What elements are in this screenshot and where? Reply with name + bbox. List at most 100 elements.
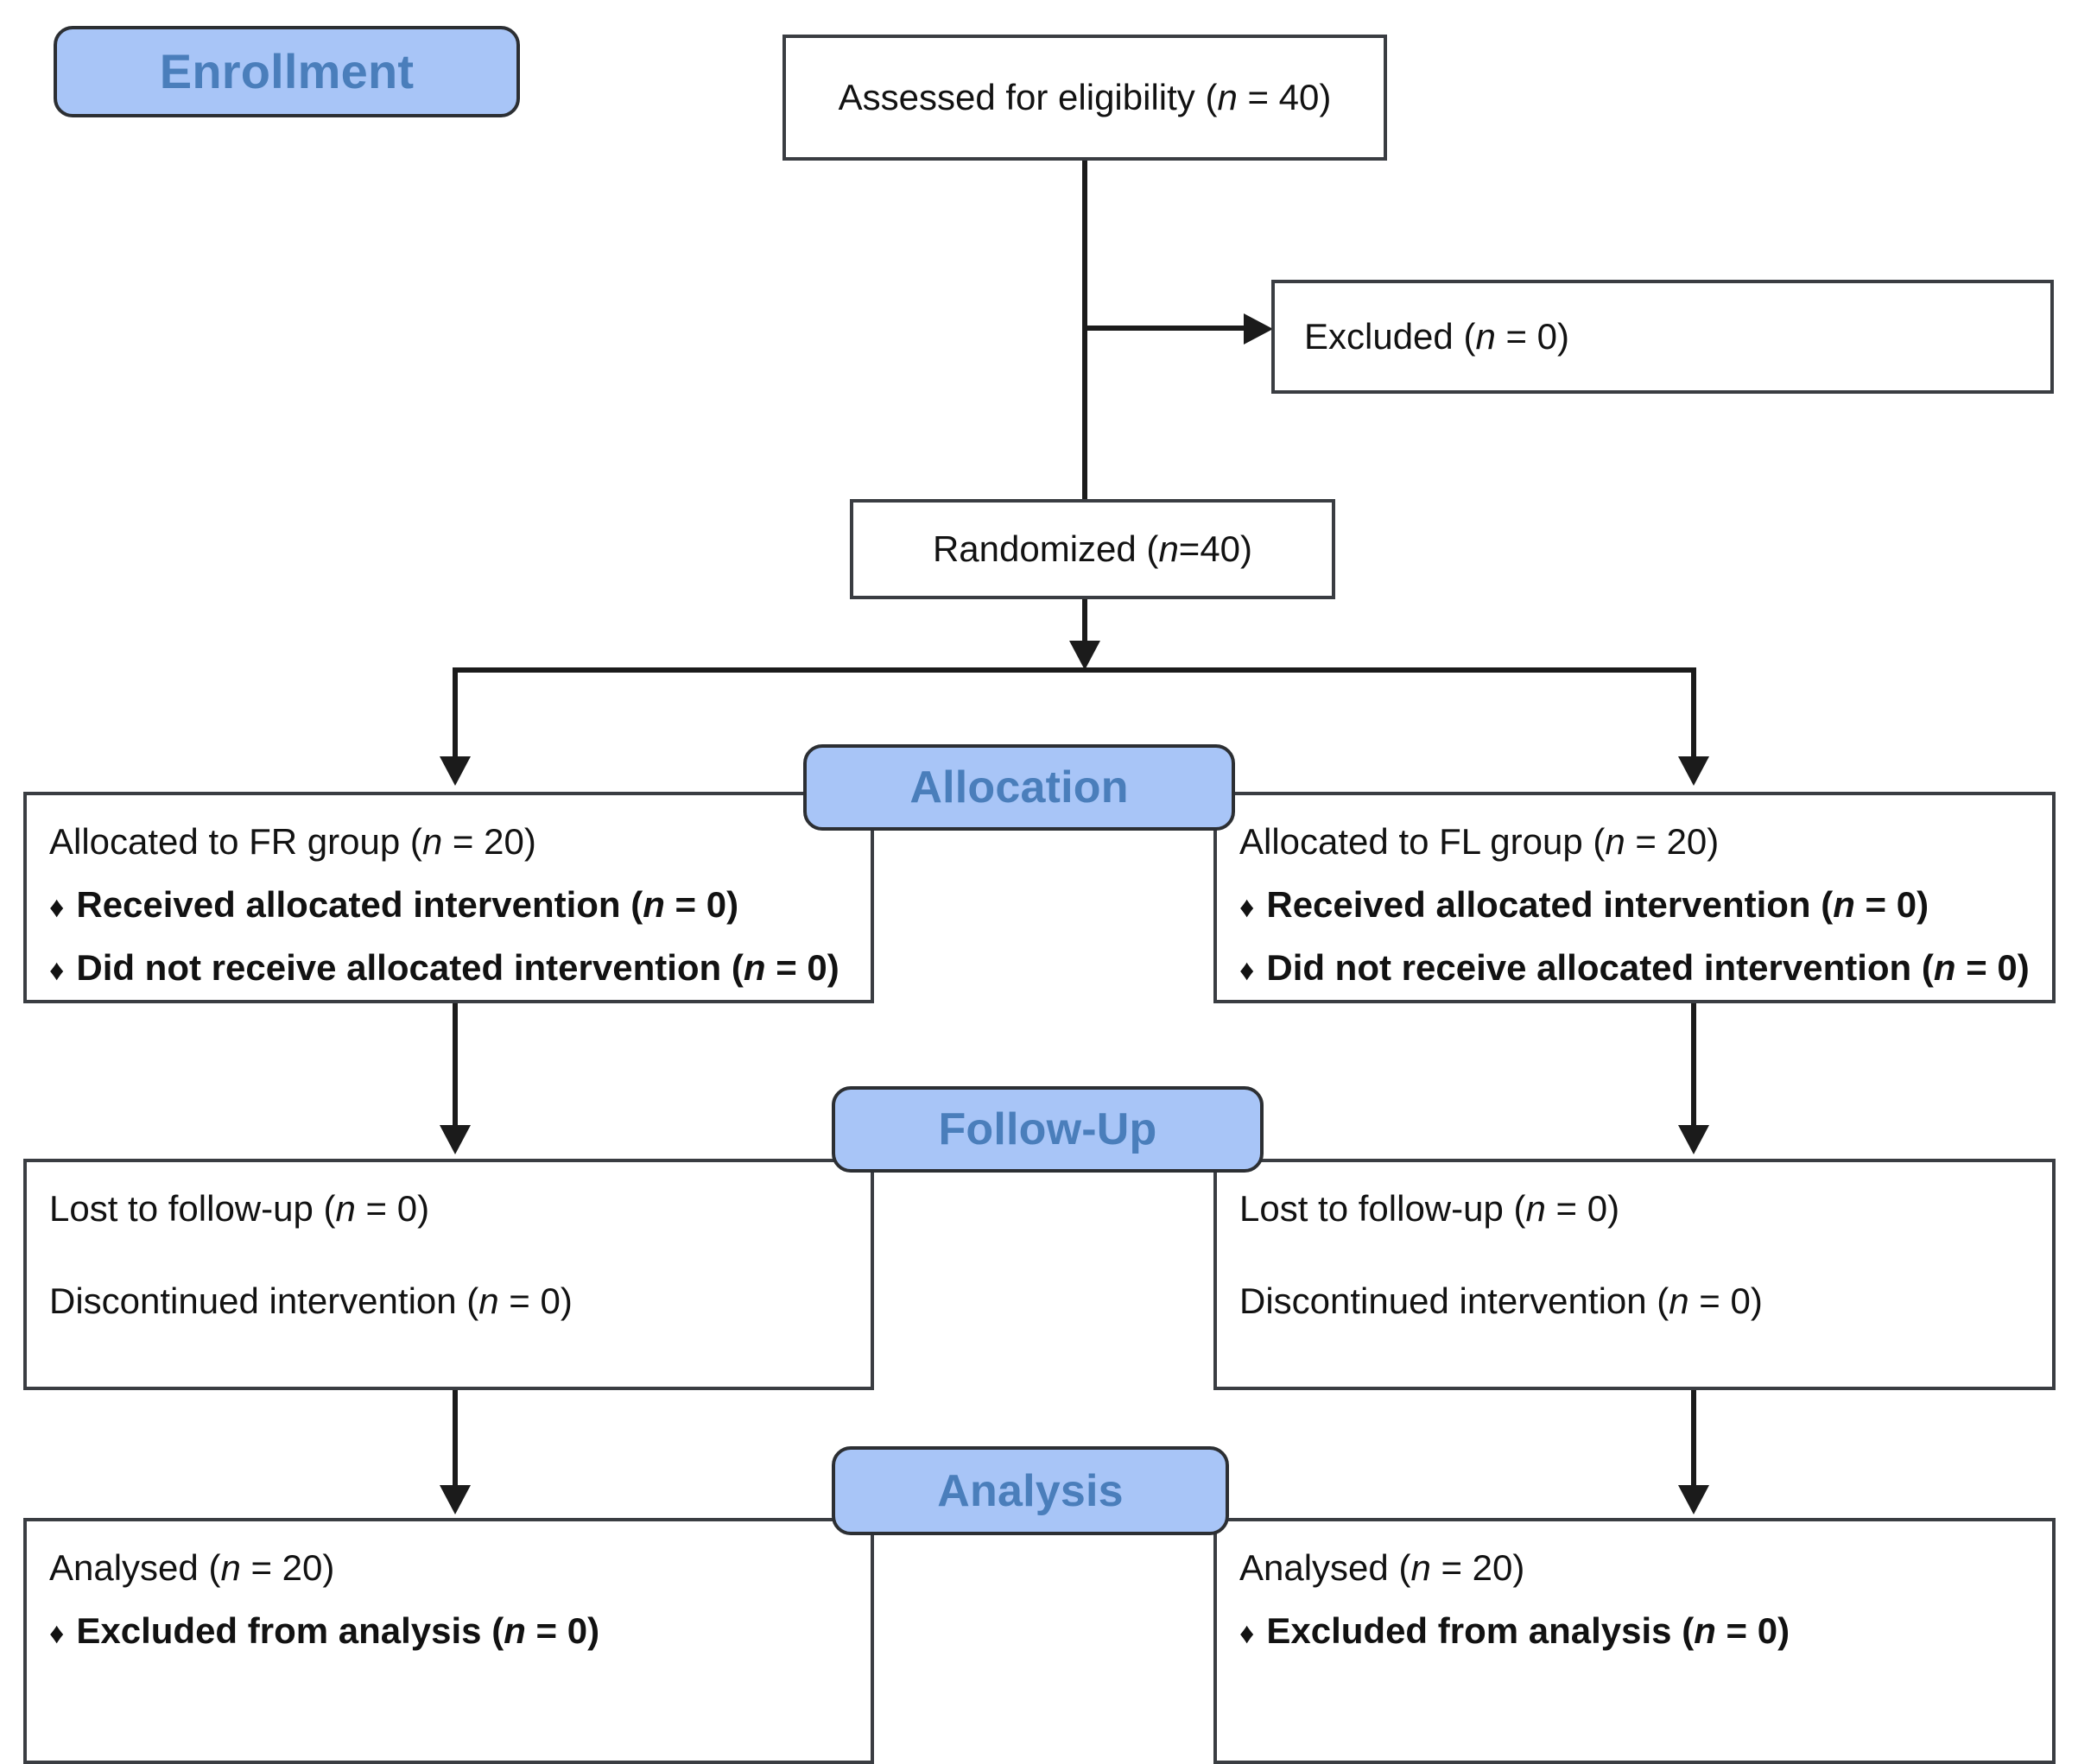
assessed-italic-n: n: [1217, 77, 1238, 118]
followup-left-line-1-suffix: = 0): [355, 1188, 430, 1229]
stage-badge-allocation: Allocation: [803, 744, 1235, 831]
box-assessed-for-eligibility: Assessed for eligibility (n = 40): [782, 35, 1387, 161]
followup-left-line-1-prefix: Lost to follow-up (: [49, 1188, 336, 1229]
arrowhead-randomized-split: [1069, 641, 1100, 670]
spacer: [1239, 862, 2030, 884]
allocation-left-heading-prefix: Allocated to FR group (: [49, 821, 422, 862]
stage-badge-allocation-label: Allocation: [909, 762, 1129, 812]
spacer: [49, 1229, 848, 1280]
followup-left-line-1-italic-n: n: [335, 1188, 356, 1229]
allocation-right-heading-italic-n: n: [1605, 821, 1625, 862]
allocation-left-bullet-1-prefix: Received allocated intervention (: [76, 884, 643, 926]
arrowhead-followup-left: [440, 1125, 471, 1154]
analysis-right-bullet-italic-n: n: [1694, 1610, 1716, 1652]
stage-badge-followup: Follow-Up: [832, 1086, 1264, 1173]
followup-right-line-2-italic-n: n: [1669, 1280, 1689, 1322]
allocation-left-bullet-1-italic-n: n: [643, 884, 665, 926]
allocation-left-heading: Allocated to FR group (n = 20): [49, 821, 848, 862]
analysis-right-heading-italic-n: n: [1410, 1547, 1431, 1588]
analysis-left-bullet-italic-n: n: [504, 1610, 526, 1652]
followup-right-line-1-italic-n: n: [1525, 1188, 1546, 1229]
allocation-right-bullet-1-prefix: Received allocated intervention (: [1266, 884, 1834, 926]
allocation-left-bullet-2-text: Did not receive allocated intervention (…: [76, 947, 839, 988]
analysis-left-bullet: ♦ Excluded from analysis (n = 0): [49, 1610, 848, 1651]
allocation-left-bullet-2-italic-n: n: [743, 947, 766, 989]
assessed-prefix: Assessed for eligibility (: [838, 77, 1218, 118]
arrowhead-analysis-left: [440, 1485, 471, 1514]
connector-followup-to-analysis-right: [1691, 1390, 1696, 1492]
followup-right-line-2: Discontinued intervention (n = 0): [1239, 1280, 2030, 1321]
connector-randomized-down: [1082, 599, 1087, 653]
randomized-text: Randomized (n=40): [933, 528, 1252, 569]
excluded-italic-n: n: [1475, 316, 1496, 357]
followup-right-line-1: Lost to follow-up (n = 0): [1239, 1188, 2030, 1229]
allocation-right-bullet-2-prefix: Did not receive allocated intervention (: [1266, 947, 1934, 989]
allocation-right-bullet-1-suffix: = 0): [1854, 884, 1929, 926]
connector-followup-to-analysis-left: [453, 1390, 458, 1492]
analysis-left-heading-prefix: Analysed (: [49, 1547, 221, 1588]
allocation-left-bullet-1-text: Received allocated intervention (n = 0): [76, 884, 738, 925]
stage-badge-followup-label: Follow-Up: [938, 1104, 1157, 1154]
arrowhead-analysis-right: [1678, 1485, 1709, 1514]
analysis-left-bullet-prefix: Excluded from analysis (: [76, 1610, 504, 1652]
allocation-right-heading: Allocated to FL group (n = 20): [1239, 821, 2030, 862]
excluded-text: Excluded (n = 0): [1304, 316, 1569, 357]
allocation-right-bullet-1-italic-n: n: [1833, 884, 1855, 926]
spacer: [1239, 925, 2030, 947]
allocation-right-bullet-1: ♦ Received allocated intervention (n = 0): [1239, 884, 2030, 925]
analysis-left-bullet-text: Excluded from analysis (n = 0): [76, 1610, 599, 1651]
box-followup-fl-group: Lost to follow-up (n = 0) Discontinued i…: [1213, 1159, 2056, 1390]
analysis-left-heading-italic-n: n: [220, 1547, 241, 1588]
analysis-left-heading-suffix: = 20): [240, 1547, 335, 1588]
allocation-right-bullet-2-italic-n: n: [1933, 947, 1956, 989]
analysis-right-bullet-prefix: Excluded from analysis (: [1266, 1610, 1695, 1652]
allocation-left-bullet-1-suffix: = 0): [664, 884, 739, 926]
analysis-right-heading: Analysed (n = 20): [1239, 1547, 2030, 1588]
connector-split-left-down: [453, 667, 458, 762]
allocation-left-bullet-2-prefix: Did not receive allocated intervention (: [76, 947, 744, 989]
analysis-right-bullet-suffix: = 0): [1715, 1610, 1790, 1652]
stage-badge-enrollment: Enrollment: [54, 26, 520, 117]
diamond-bullet-icon: ♦: [1239, 1617, 1255, 1651]
excluded-prefix: Excluded (: [1304, 316, 1476, 357]
followup-left-line-2-suffix: = 0): [498, 1280, 573, 1322]
followup-left-line-2: Discontinued intervention (n = 0): [49, 1280, 848, 1321]
spacer: [49, 1588, 848, 1610]
connector-split-bar: [453, 667, 1696, 673]
allocation-right-bullet-2-suffix: = 0): [1955, 947, 2030, 989]
analysis-right-heading-prefix: Analysed (: [1239, 1547, 1411, 1588]
allocation-right-bullet-2: ♦ Did not receive allocated intervention …: [1239, 947, 2030, 988]
allocation-left-heading-suffix: = 20): [442, 821, 536, 862]
stage-badge-analysis: Analysis: [832, 1446, 1229, 1535]
excluded-suffix: = 0): [1495, 316, 1570, 357]
analysis-right-bullet: ♦ Excluded from analysis (n = 0): [1239, 1610, 2030, 1651]
connector-to-excluded: [1082, 326, 1255, 331]
allocation-left-bullet-1: ♦ Received allocated intervention (n = 0): [49, 884, 848, 925]
stage-badge-analysis-label: Analysis: [937, 1465, 1124, 1516]
assessed-for-eligibility-text: Assessed for eligibility (n = 40): [839, 77, 1332, 117]
allocation-right-heading-suffix: = 20): [1625, 821, 1720, 862]
stage-badge-enrollment-label: Enrollment: [159, 44, 415, 98]
diamond-bullet-icon: ♦: [1239, 891, 1255, 925]
box-analysis-fl-group: Analysed (n = 20) ♦Excluded from analysi…: [1213, 1518, 2056, 1764]
allocation-right-bullet-2-text: Did not receive allocated intervention (…: [1266, 947, 2029, 988]
followup-right-line-2-prefix: Discontinued intervention (: [1239, 1280, 1669, 1322]
followup-right-line-1-suffix: = 0): [1545, 1188, 1620, 1229]
followup-left-line-1: Lost to follow-up (n = 0): [49, 1188, 848, 1229]
analysis-left-heading: Analysed (n = 20): [49, 1547, 848, 1588]
analysis-right-heading-suffix: = 20): [1430, 1547, 1525, 1588]
spacer: [1239, 1588, 2030, 1610]
spacer: [1239, 1229, 2030, 1280]
randomized-italic-n: n: [1158, 528, 1179, 570]
arrowhead-to-excluded: [1244, 313, 1273, 345]
assessed-suffix: = 40): [1237, 77, 1332, 118]
box-randomized: Randomized (n=40): [850, 499, 1335, 599]
box-allocation-fl-group: Allocated to FL group (n = 20) ♦ Received…: [1213, 792, 2056, 1003]
diamond-bullet-icon: ♦: [49, 891, 65, 925]
spacer: [49, 862, 848, 884]
connector-allocation-to-followup-right: [1691, 1003, 1696, 1133]
diamond-bullet-icon: ♦: [1239, 954, 1255, 988]
diamond-bullet-icon: ♦: [49, 1617, 65, 1651]
allocation-left-heading-italic-n: n: [421, 821, 443, 862]
